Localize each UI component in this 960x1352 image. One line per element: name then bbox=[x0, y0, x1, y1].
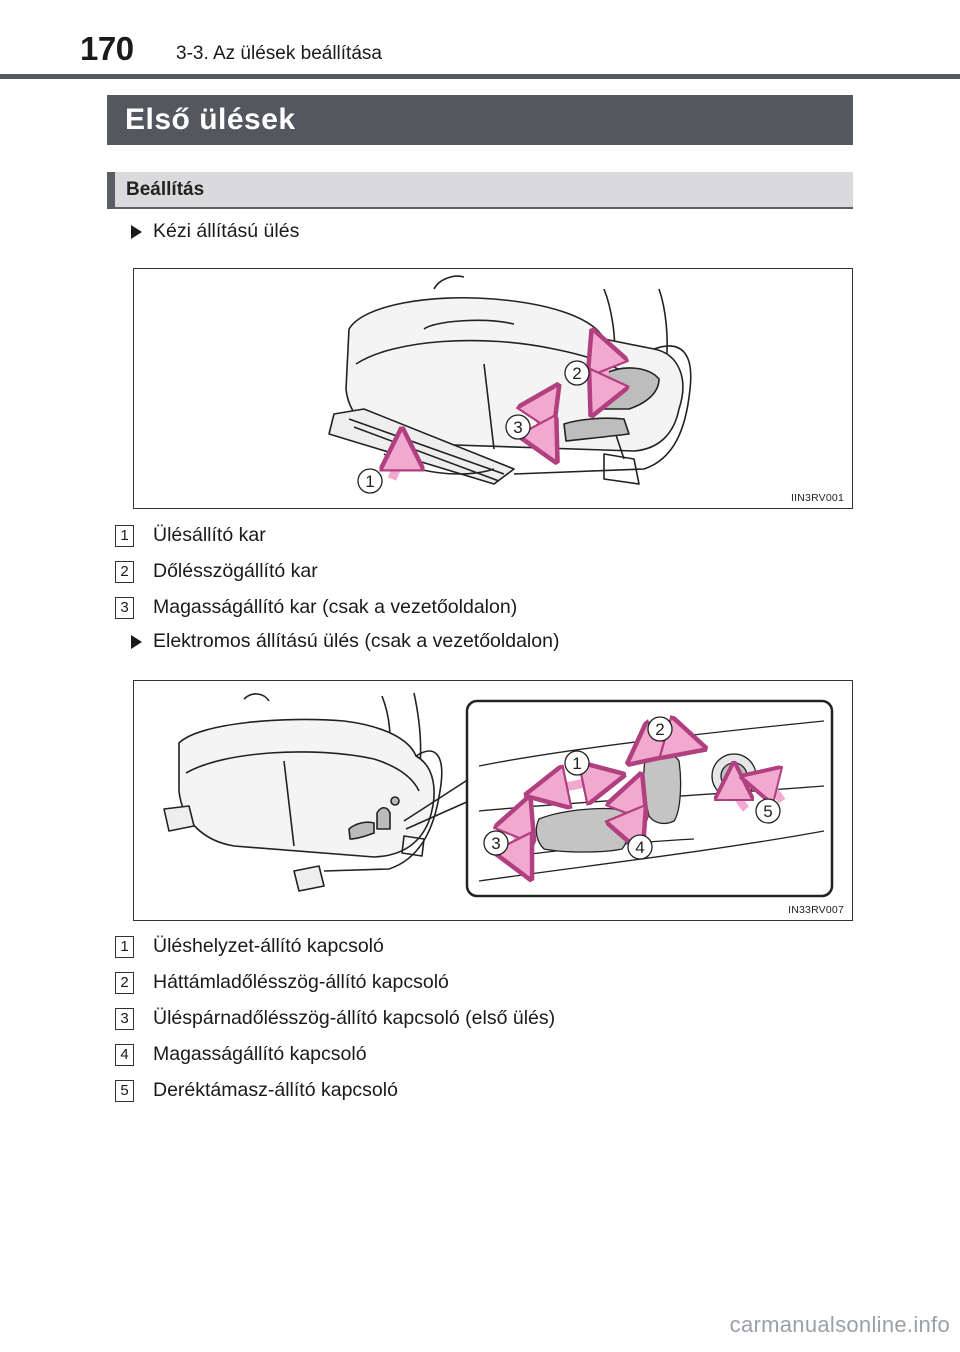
subsection-title: Beállítás bbox=[126, 179, 205, 200]
power-seat-heading: Elektromos állítású ülés (csak a vezetőo… bbox=[131, 630, 559, 653]
power-callout-5: 5 bbox=[763, 802, 772, 821]
item-text: Háttámladőlésszög-állító kapcsoló bbox=[153, 971, 449, 993]
item-number: 3 bbox=[115, 1007, 134, 1030]
power-callout-2: 2 bbox=[655, 720, 664, 739]
manual-callout-2: 2 bbox=[572, 364, 581, 383]
item-text: Deréktámasz-állító kapcsoló bbox=[153, 1079, 398, 1101]
section-title: Első ülések bbox=[125, 103, 296, 136]
item-number: 2 bbox=[115, 560, 134, 583]
running-head: 3-3. Az ülések beállítása bbox=[176, 43, 382, 64]
list-item: 1 Üléshelyzet-állító kapcsoló bbox=[115, 935, 384, 958]
power-callout-1: 1 bbox=[572, 754, 581, 773]
list-item: 2 Dőlésszögállító kar bbox=[115, 560, 318, 583]
manual-seat-heading: Kézi állítású ülés bbox=[131, 220, 299, 243]
header-rule bbox=[0, 74, 960, 79]
section-title-bar: Első ülések bbox=[107, 95, 853, 145]
item-text: Üléspárnadőlésszög-állító kapcsoló (első… bbox=[153, 1007, 556, 1029]
power-seat-figure: 1 2 3 4 5 IN33RV007 bbox=[133, 680, 853, 921]
item-number: 1 bbox=[115, 524, 134, 547]
power-callout-4: 4 bbox=[635, 838, 644, 857]
manual-seat-figure: 2 3 1 IIN3RV001 bbox=[133, 268, 853, 509]
item-text: Ülésállító kar bbox=[153, 524, 266, 546]
power-callout-3: 3 bbox=[491, 834, 500, 853]
list-item: 3 Üléspárnadőlésszög-állító kapcsoló (el… bbox=[115, 1007, 555, 1030]
manual-seat-illustration: 2 3 1 bbox=[328, 275, 692, 494]
manual-seat-heading-text: Kézi állítású ülés bbox=[153, 220, 300, 242]
item-number: 2 bbox=[115, 971, 134, 994]
subsection-bar: Beállítás bbox=[107, 172, 853, 209]
list-item: 3 Magasságállító kar (csak a vezetőoldal… bbox=[115, 596, 517, 619]
list-item: 5 Deréktámasz-állító kapcsoló bbox=[115, 1079, 398, 1102]
manual-callout-3: 3 bbox=[513, 418, 522, 437]
item-number: 3 bbox=[115, 596, 134, 619]
list-item: 1 Ülésállító kar bbox=[115, 524, 266, 547]
power-seat-illustration: 1 2 3 4 5 bbox=[163, 692, 834, 898]
triangle-bullet-icon bbox=[131, 224, 142, 239]
figure-code: IIN3RV001 bbox=[791, 492, 844, 504]
item-text: Magasságállító kar (csak a vezetőoldalon… bbox=[153, 596, 518, 618]
figure-code: IN33RV007 bbox=[788, 904, 844, 916]
list-item: 4 Magasságállító kapcsoló bbox=[115, 1043, 367, 1066]
list-item: 2 Háttámladőlésszög-állító kapcsoló bbox=[115, 971, 449, 994]
page-number: 170 bbox=[80, 30, 134, 67]
power-seat-heading-text: Elektromos állítású ülés (csak a vezetőo… bbox=[153, 630, 560, 652]
watermark-link[interactable]: carmanualsonline.info bbox=[729, 1312, 950, 1337]
item-number: 4 bbox=[115, 1043, 134, 1066]
item-number: 1 bbox=[115, 935, 134, 958]
item-text: Üléshelyzet-állító kapcsoló bbox=[153, 935, 384, 957]
manual-callout-1: 1 bbox=[365, 472, 374, 491]
triangle-bullet-icon bbox=[131, 634, 142, 649]
subsection-accent bbox=[107, 172, 115, 207]
item-number: 5 bbox=[115, 1079, 134, 1102]
item-text: Dőlésszögállító kar bbox=[153, 560, 318, 582]
item-text: Magasságállító kapcsoló bbox=[153, 1043, 367, 1065]
